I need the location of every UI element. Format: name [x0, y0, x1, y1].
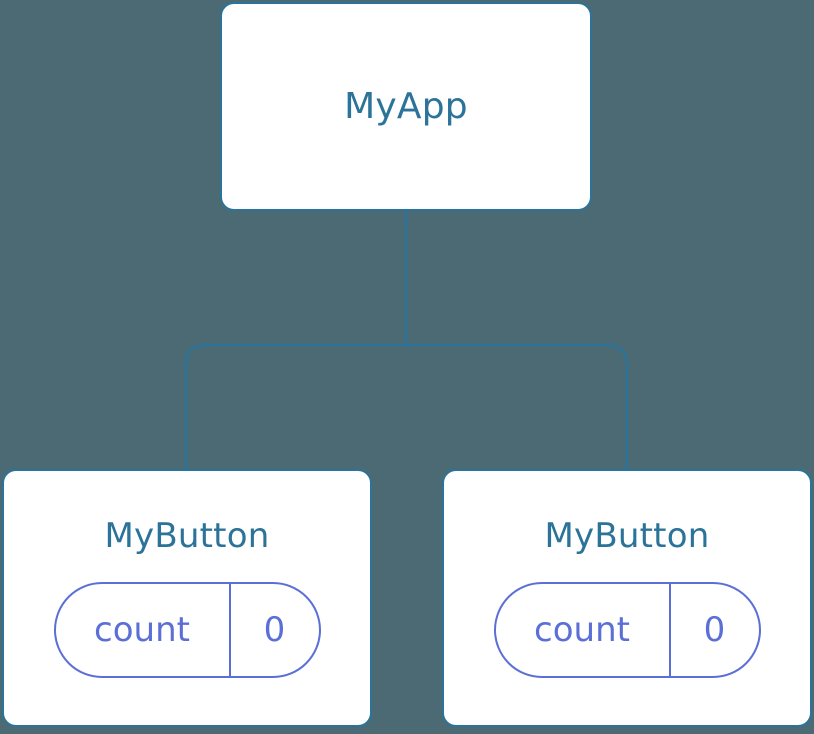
state-key: count	[496, 584, 671, 676]
state-key: count	[56, 584, 231, 676]
node-title: MyButton	[544, 516, 710, 556]
node-myapp[interactable]: MyApp	[220, 2, 592, 211]
node-mybutton-2[interactable]: MyButton count 0	[442, 469, 812, 727]
node-mybutton-1[interactable]: MyButton count 0	[2, 469, 372, 727]
state-value: 0	[703, 610, 726, 650]
state-pill[interactable]: count 0	[53, 582, 321, 678]
edge-root-to-children	[184, 343, 629, 469]
node-title: MyApp	[344, 85, 468, 127]
state-value: 0	[263, 610, 286, 650]
state-pill[interactable]: count 0	[493, 582, 761, 678]
node-title: MyButton	[104, 516, 270, 556]
